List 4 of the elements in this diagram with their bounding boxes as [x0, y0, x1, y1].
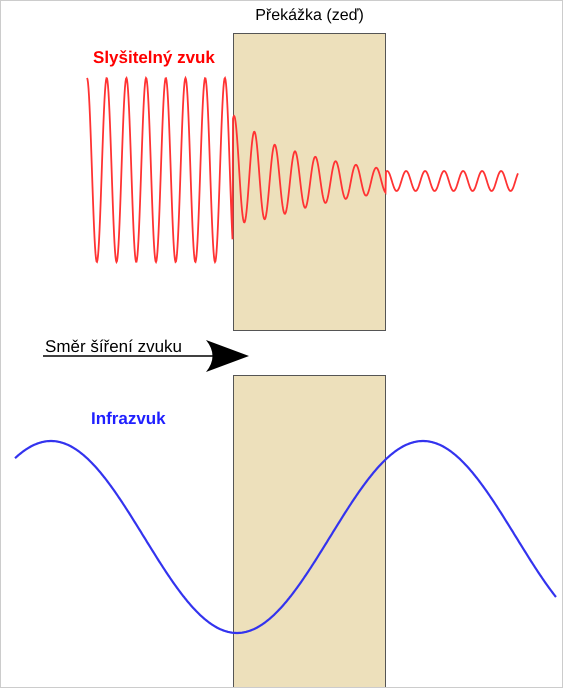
wall-heading: Překážka (zeď) [255, 6, 364, 26]
direction-label: Směr šíření zvuku [45, 337, 182, 357]
wave-label: Infrazvuk [91, 409, 166, 429]
wave-label: Slyšitelný zvuk [93, 48, 215, 68]
